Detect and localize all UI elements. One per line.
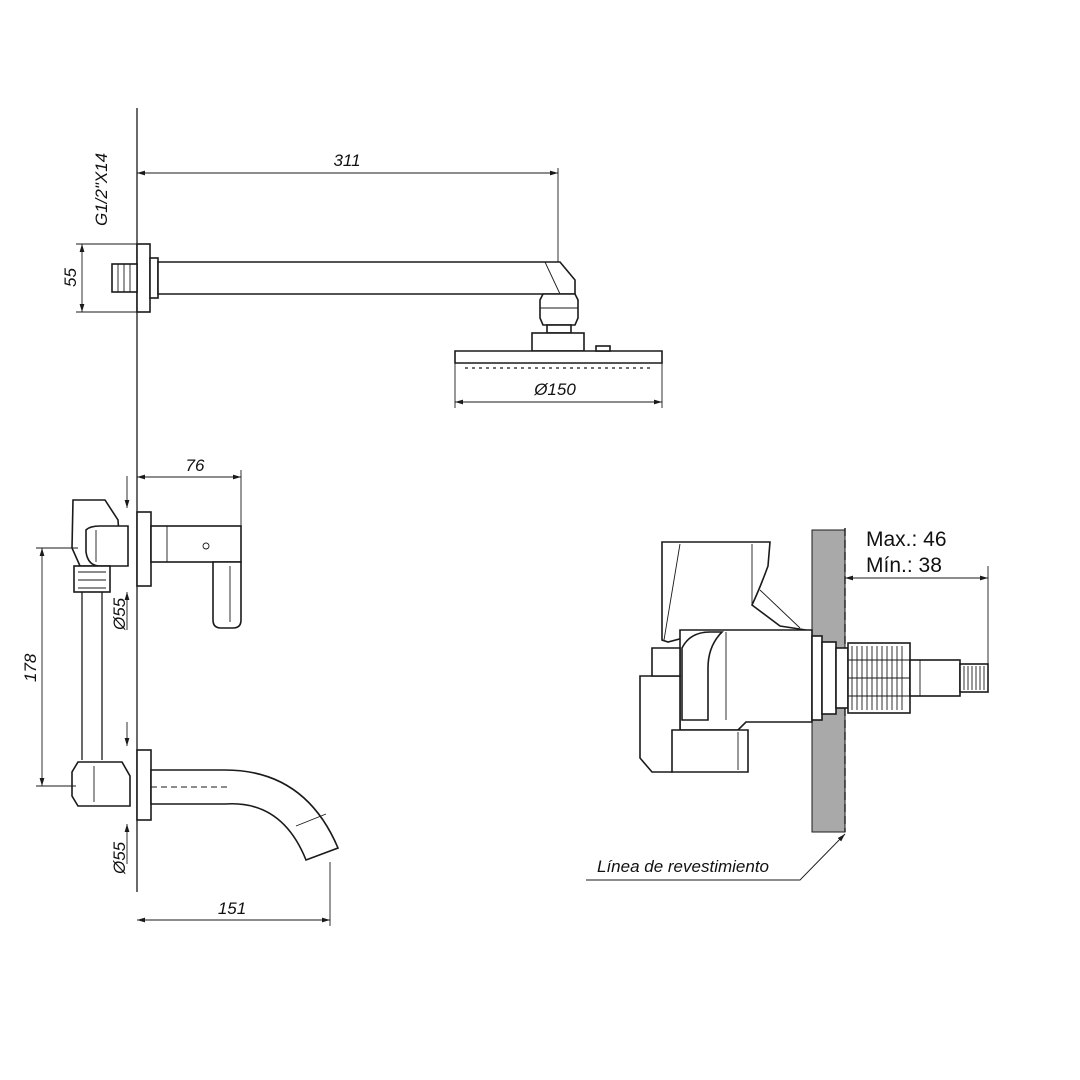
dim-valve-diameter-label: Ø55 — [110, 597, 129, 631]
dim-valve-diameter: Ø55 — [110, 476, 130, 631]
dim-spout-diameter: Ø55 — [110, 722, 130, 875]
dim-head-diameter-label: Ø150 — [533, 380, 576, 399]
dim-arm-length-label: 311 — [333, 151, 360, 170]
dim-valve-spacing: 178 — [21, 547, 78, 787]
dim-spout-length: 151 — [137, 862, 331, 926]
spout-assembly — [71, 749, 340, 862]
dim-valve-spacing-label: 178 — [21, 653, 40, 682]
dim-spout-diameter-label: Ø55 — [110, 841, 129, 875]
dim-handle-depth: 76 — [137, 456, 242, 526]
dim-flange-height-label: 55 — [61, 268, 80, 287]
shower-arm-assembly — [111, 243, 663, 369]
dim-arm-length: 311 — [137, 151, 559, 262]
cladding-line-label: Línea de revestimiento — [597, 857, 769, 876]
mixer-valve-assembly — [71, 499, 242, 760]
dim-flange-height: 55 — [61, 243, 137, 313]
valve-section-view: Max.: 46 Mín.: 38 Línea de revestimiento — [586, 528, 989, 881]
dim-spout-length-label: 151 — [218, 899, 246, 918]
min-insertion-label: Mín.: 38 — [866, 554, 942, 577]
max-insertion-label: Max.: 46 — [866, 528, 947, 551]
dim-head-diameter: Ø150 — [454, 363, 663, 408]
thread-lines — [848, 646, 910, 710]
cladding-leader — [586, 833, 846, 881]
dim-thread-label: G1/2"X14 — [92, 153, 111, 226]
dim-handle-depth-label: 76 — [186, 456, 205, 475]
